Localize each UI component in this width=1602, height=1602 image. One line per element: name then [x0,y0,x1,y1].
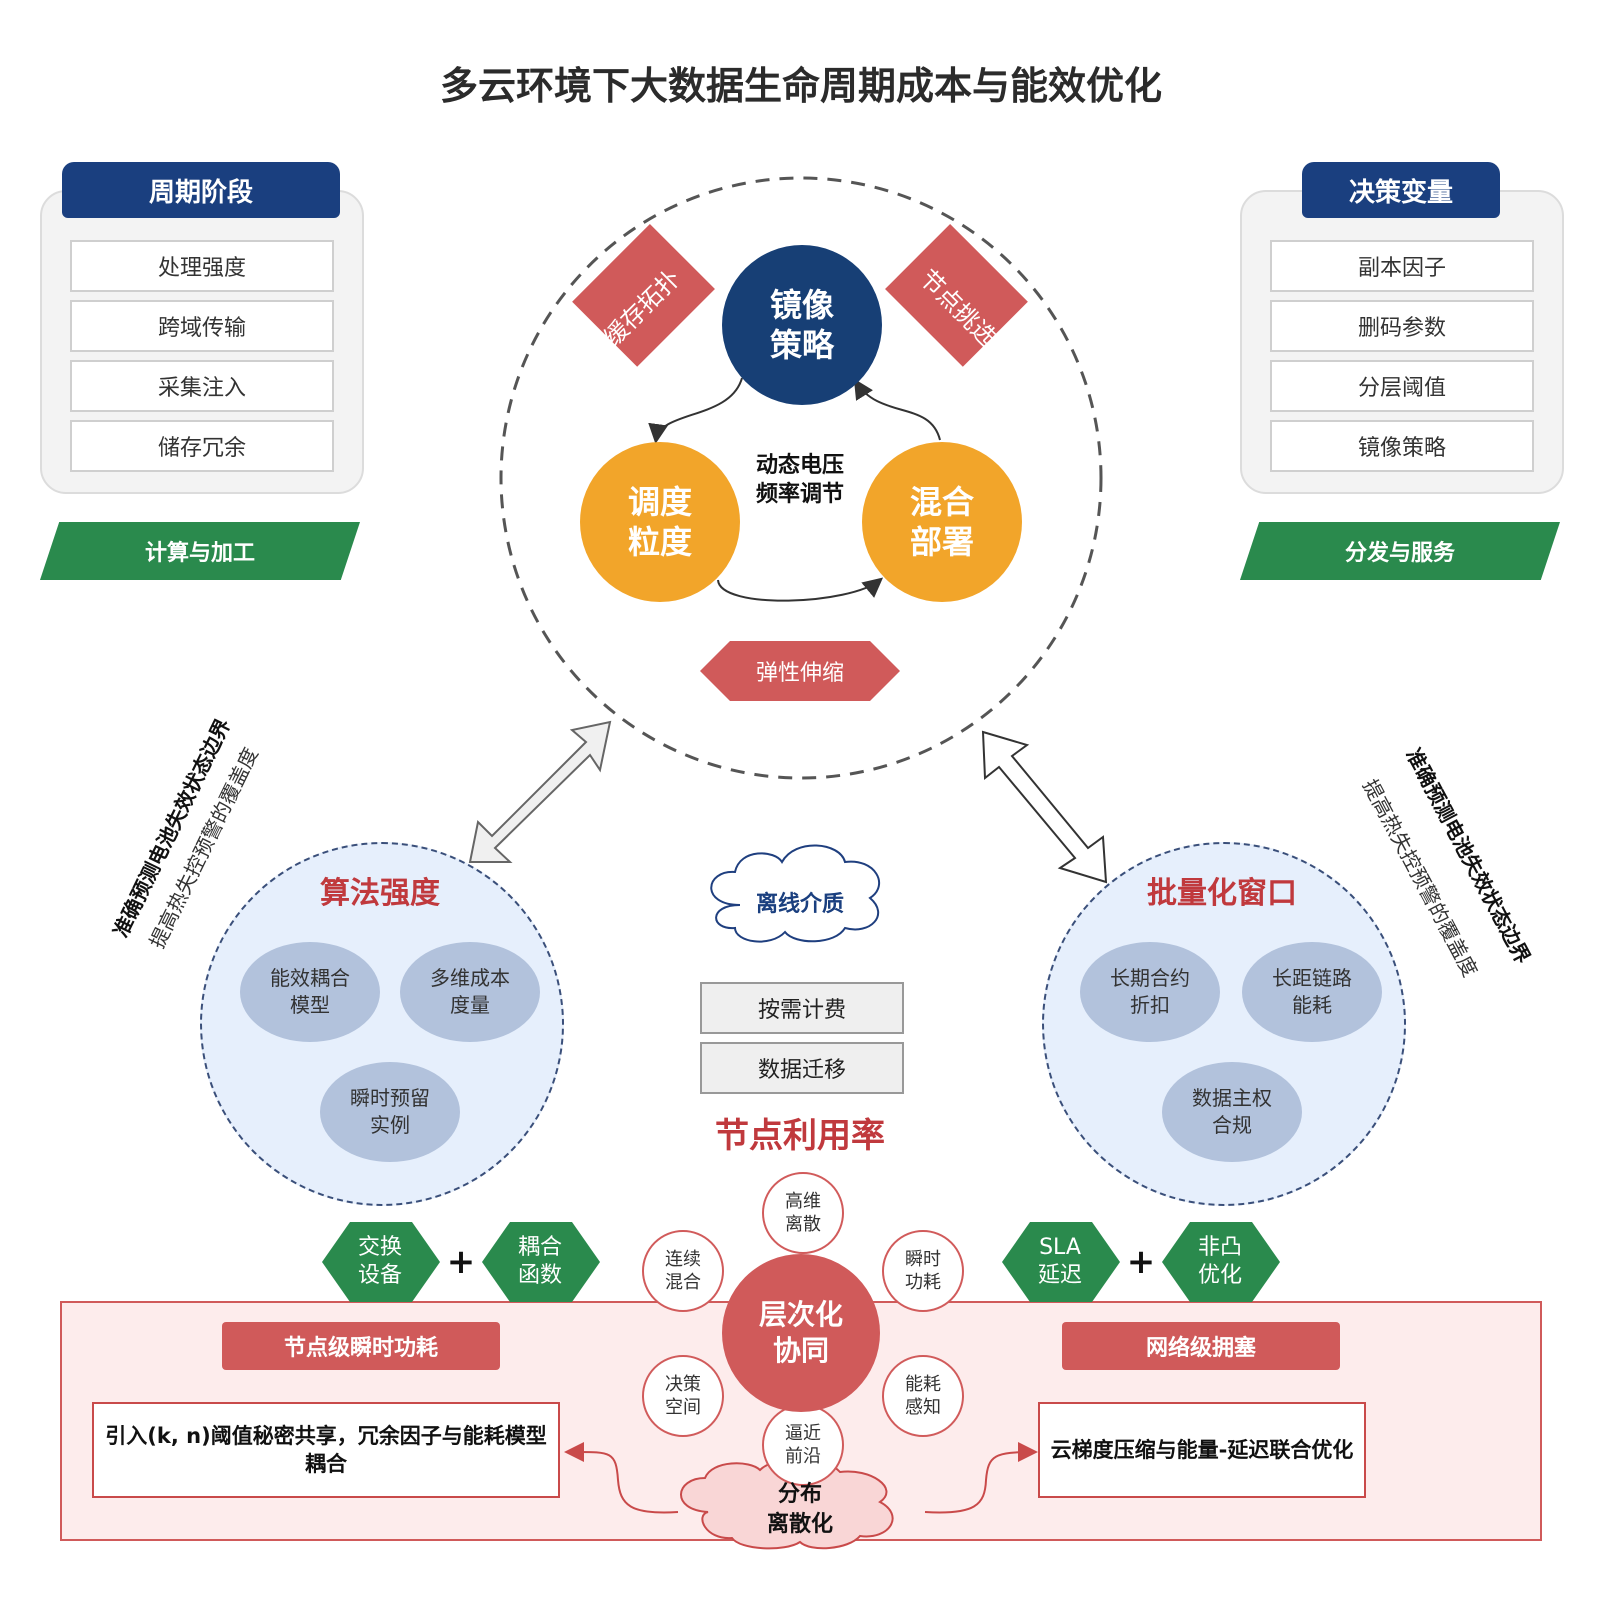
right-green-banner: 分发与服务 [1240,522,1560,580]
right-cluster-node: 长距链路 能耗 [1242,942,1382,1042]
hub-node-continuous-mixed: 连续 混合 [642,1230,724,1312]
double-arrow-right [981,730,1108,884]
double-arrow-left [468,720,612,863]
left-cluster-title: 算法强度 [320,876,440,911]
left-green-banner: 计算与加工 [40,522,360,580]
green-diamond-label: 交换 设备 [357,1235,402,1288]
diamond-node-selection-shape [885,223,1028,367]
hub-center: 层次化 协同 [722,1254,880,1412]
hub-node-approach-frontier: 逼近 前沿 [762,1404,844,1486]
left-cluster-node: 瞬时预留 实例 [320,1062,460,1162]
left-panel-item: 储存冗余 [70,420,334,472]
plus-sign-right: + [1126,1242,1156,1282]
green-diamond-2-shape [482,1222,600,1302]
green-diamond-label: SLA 延迟 [1037,1235,1082,1288]
arrow-right-to-top [853,378,941,441]
page-title: 多云环境下大数据生命周期成本与能效优化 [439,63,1162,108]
hexagon-elastic-scaling-shape [700,641,900,701]
node-utilization-label: 节点利用率 [715,1115,885,1156]
arrow-left-to-right [717,577,884,602]
left-panel-item: 跨域传输 [70,300,334,352]
cloud-distribution-shape [680,1458,894,1550]
cycle-dashed-boundary [499,176,1103,780]
cycle-node-hybrid-deployment: 混合 部署 [862,442,1022,602]
left-panel-header: 周期阶段 [62,162,340,218]
network-level-congestion-banner: 网络级拥塞 [1062,1322,1340,1370]
green-diamond-4-shape [1162,1222,1280,1302]
green-diamond-1-shape [322,1222,440,1302]
data-migration-box: 数据迁移 [700,1042,904,1094]
right-description-box: 云梯度压缩与能量-延迟联合优化 [1038,1402,1366,1498]
cycle-node-mirror-strategy: 镜像 策略 [722,245,882,405]
cloud-offline-media-label: 离线介质 [755,892,844,917]
arrow-top-to-left [648,377,743,444]
right-panel-item: 镜像策略 [1270,420,1534,472]
cycle-node-scheduling-granularity: 调度 粒度 [580,442,740,602]
right-cluster-node: 数据主权 合规 [1162,1062,1302,1162]
green-diamond-3-shape [1002,1222,1120,1302]
right-cluster-title: 批量化窗口 [1147,876,1297,911]
left-cluster-node: 能效耦合 模型 [240,942,380,1042]
hexagon-elastic-scaling-label: 弹性伸缩 [755,661,844,686]
right-panel-item: 副本因子 [1270,240,1534,292]
plus-sign-left: + [446,1242,476,1282]
arrow-cloud-to-left-box [564,1441,679,1514]
hub-node-energy-aware: 能耗 感知 [882,1355,964,1437]
left-cluster-node: 多维成本 度量 [400,942,540,1042]
green-diamond-label: 耦合 函数 [517,1235,562,1288]
arrow-cloud-to-right-box [924,1442,1038,1514]
right-panel-item: 分层阈值 [1270,360,1534,412]
cloud-offline-media-shape [710,844,881,943]
left-description-box: 引入(k, n)阈值秘密共享，冗余因子与能耗模型耦合 [92,1402,560,1498]
node-level-power-banner: 节点级瞬时功耗 [222,1322,500,1370]
hub-node-high-dim-discrete: 高维 离散 [762,1172,844,1254]
hub-node-instant-power: 瞬时 功耗 [882,1230,964,1312]
green-diamond-label: 非凸 优化 [1197,1235,1242,1288]
on-demand-billing-box: 按需计费 [700,982,904,1034]
cycle-center-label: 动态电压 频率调节 [755,453,844,507]
left-panel-item: 处理强度 [70,240,334,292]
right-panel-header: 决策变量 [1302,162,1500,218]
left-panel-item: 采集注入 [70,360,334,412]
right-cluster-node: 长期合约 折扣 [1080,942,1220,1042]
diamond-cache-topology-shape [572,223,715,367]
hub-node-decision-space: 决策 空间 [642,1355,724,1437]
right-panel-item: 删码参数 [1270,300,1534,352]
cloud-distribution-label: 分布 离散化 [766,1482,833,1537]
